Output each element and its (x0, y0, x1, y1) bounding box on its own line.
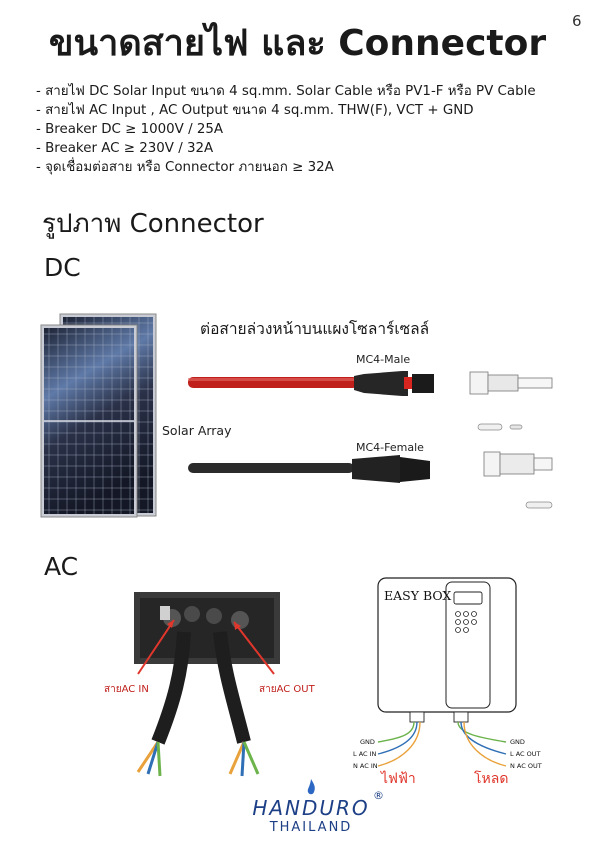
ac-in-label: สายAC IN (104, 684, 149, 695)
mc4-male-label: MC4-Male (356, 353, 411, 366)
section-heading: รูปภาพ Connector (42, 209, 264, 239)
solar-array-image (40, 313, 157, 518)
wire-label-n-ac-in: N AC IN (353, 762, 378, 770)
mc4-male-exploded-icon (469, 371, 553, 431)
black-cable-mc4-female (188, 455, 430, 483)
spec-list: - สายไฟ DC Solar Input ขนาด 4 sq.mm. Sol… (36, 82, 536, 177)
solar-array-label: Solar Array (162, 423, 232, 438)
page-number: 6 (572, 12, 582, 30)
dc-caption: ต่อสายล่วงหน้าบนแผงโซลาร์เซลล์ (200, 320, 430, 338)
spec-item: - Breaker DC ≥ 1000V / 25A (36, 122, 224, 137)
wire-label-l-ac-in: L AC IN (353, 750, 377, 758)
easy-box-label: EASY BOX (384, 588, 452, 603)
ac-heading: AC (44, 552, 79, 581)
spec-item: - Breaker AC ≥ 230V / 32A (36, 141, 214, 156)
load-label: โหลด (474, 771, 509, 787)
inverter-ac-ports-image (134, 592, 280, 777)
flame-logo-icon (307, 779, 315, 795)
page-title: ขนาดสายไฟ และ Connector (48, 23, 547, 64)
grid-label: ไฟฟ้า (381, 771, 416, 787)
dc-heading: DC (44, 253, 81, 282)
spec-item: - สายไฟ AC Input , AC Output ขนาด 4 sq.m… (36, 103, 474, 118)
wire-label-n-ac-out: N AC OUT (510, 762, 542, 770)
registered-mark: ® (373, 789, 384, 802)
wire-label-gnd-in: GND (360, 738, 375, 746)
mc4-female-label: MC4-Female (356, 441, 424, 454)
wire-label-gnd-out: GND (510, 738, 525, 746)
spec-item: - สายไฟ DC Solar Input ขนาด 4 sq.mm. Sol… (36, 84, 536, 99)
ac-out-label: สายAC OUT (259, 684, 315, 695)
easy-box-diagram (377, 577, 517, 767)
brand-logo-subtext: THAILAND (269, 820, 353, 835)
brand-logo-text: HANDURO (252, 796, 370, 820)
spec-item: - จุดเชื่อมต่อสาย หรือ Connector ภายนอก … (36, 160, 334, 175)
mc4-female-exploded-icon (483, 451, 553, 509)
wire-label-l-ac-out: L AC OUT (510, 750, 541, 758)
red-cable-mc4-male (188, 371, 434, 396)
